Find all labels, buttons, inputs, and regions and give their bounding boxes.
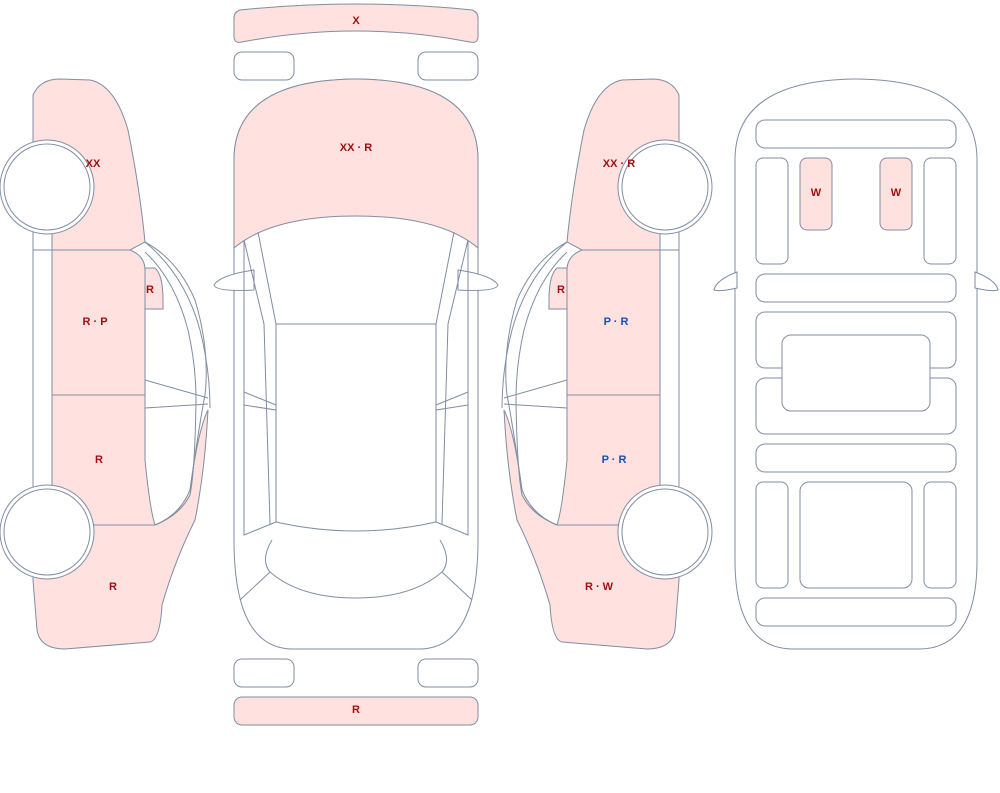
underbody-center-panel: [781, 334, 931, 412]
left-side-view: XX R R · P R R: [0, 78, 211, 650]
right-headlight: [417, 51, 479, 81]
left-front-fender-label: XX: [86, 158, 101, 170]
right-mirror[interactable]: [548, 267, 568, 310]
right-front-fender-label: XX · R: [603, 158, 635, 170]
left-rear-quarter[interactable]: [32, 409, 209, 650]
front-bumper[interactable]: [233, 3, 479, 43]
right-front-shock-label: W: [891, 187, 902, 199]
right-front-door-label: P · R: [604, 316, 629, 328]
left-mirror-label: R: [146, 284, 154, 296]
front-bumper-label: X: [352, 15, 360, 27]
left-front-shock-label: W: [811, 187, 822, 199]
right-taillight: [417, 658, 479, 688]
left-rear-quarter-label: R: [109, 581, 117, 593]
left-rear-door-label: R: [95, 454, 103, 466]
rear-bumper[interactable]: [233, 696, 479, 726]
right-front-door[interactable]: [566, 249, 661, 396]
underbody-rear-panel: [799, 481, 913, 589]
underbody-view: W W: [713, 78, 999, 650]
right-side-view: XX · R R P · R P · R R · W: [501, 78, 713, 650]
left-mirror[interactable]: [144, 267, 164, 310]
right-rear-quarter-label: R · W: [585, 581, 614, 593]
rear-bumper-label: R: [352, 704, 360, 716]
left-front-shock[interactable]: [799, 157, 833, 231]
right-front-shock[interactable]: [879, 157, 913, 231]
left-front-door-label: R · P: [82, 316, 107, 328]
hood[interactable]: [233, 78, 479, 250]
left-front-door[interactable]: [51, 249, 146, 396]
right-rear-quarter[interactable]: [503, 409, 680, 650]
top-view: X XX · R R: [213, 3, 499, 726]
left-headlight: [233, 51, 295, 81]
left-taillight: [233, 658, 295, 688]
hood-label: XX · R: [340, 142, 372, 154]
right-rear-door-label: P · R: [602, 454, 627, 466]
right-mirror-label: R: [557, 284, 565, 296]
